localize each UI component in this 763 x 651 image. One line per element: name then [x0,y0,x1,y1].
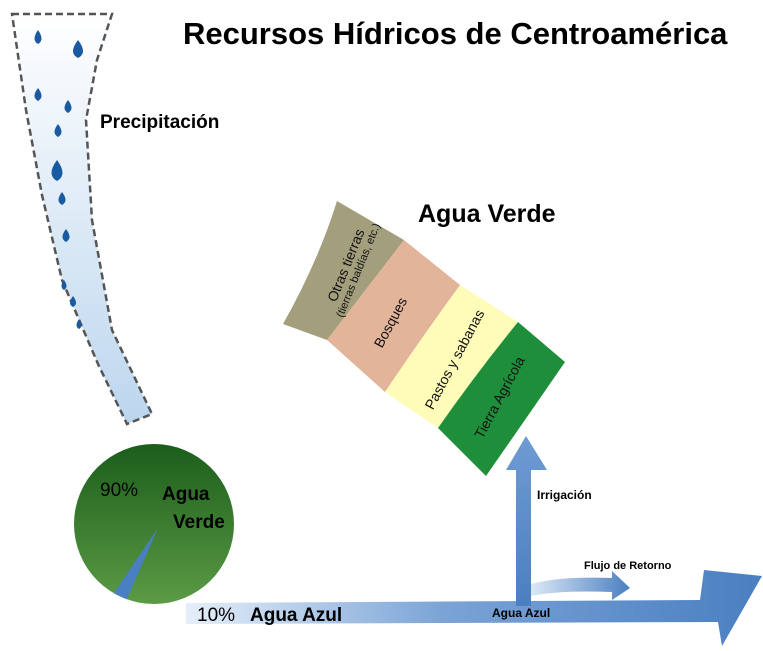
pie-label-agua-azul: Agua Azul [250,605,343,626]
raindrop-icon [34,88,42,101]
page-title: Recursos Hídricos de Centroamérica [183,16,728,51]
pie-label-agua-verde-line2: Verde [173,512,225,533]
raindrop-icon [76,319,82,329]
precipitation-funnel [10,12,154,426]
green-water-heading: Agua Verde [418,200,556,228]
raindrop-icon [62,229,70,242]
raindrop-icon [54,124,62,137]
raindrop-icon [64,100,72,113]
pie-chart [74,444,234,604]
blue-water-flow-label: Agua Azul [492,606,551,620]
raindrop-icon [58,192,66,205]
blue-water-flow-arrow [186,570,762,646]
irrigation-arrow [506,436,547,606]
band-pastos [385,285,518,428]
precipitation-label: Precipitación [100,112,220,133]
pie-label-agua-verde-line1: Agua [162,484,210,505]
raindrop-icon [73,40,83,58]
pie-percent-agua-verde: 90% [100,480,139,501]
raindrop-icon [70,296,76,307]
band-tierra-agricola [438,322,565,476]
band-bosques [327,240,460,392]
raindrops [34,30,83,329]
pie-slice-agua-azul [113,528,158,600]
raindrop-icon [61,280,67,290]
green-water-panel [283,201,565,476]
pie-slice-agua-verde [74,444,234,604]
pie-percent-agua-azul: 10% [197,605,236,626]
return-flow-label: Flujo de Retorno [584,560,672,572]
return-flow-arrow [531,571,630,600]
raindrop-icon [34,30,42,44]
irrigation-label: Irrigación [537,488,592,502]
band-otras-tierras [283,201,404,340]
raindrop-icon [51,160,63,181]
